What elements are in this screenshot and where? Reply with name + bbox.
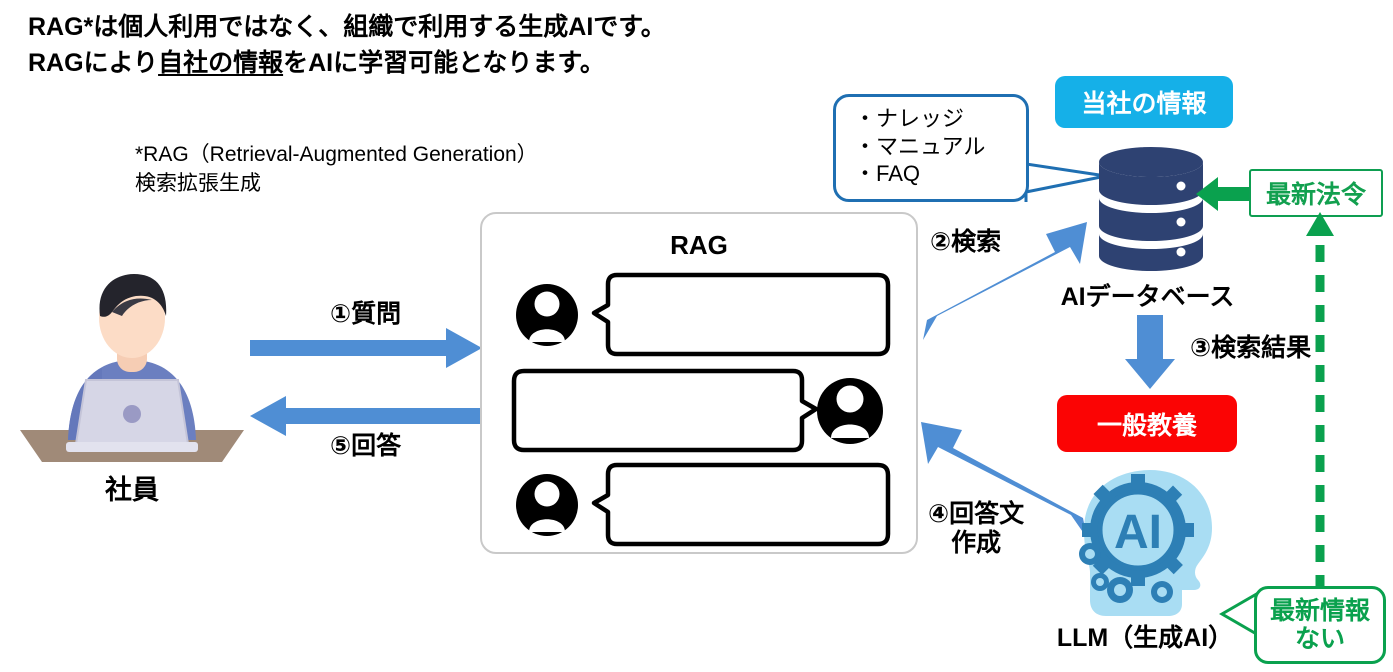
box-company-info: 当社の情報	[1055, 76, 1233, 128]
chat-bubble-3	[591, 462, 891, 547]
box-latest-law: 最新法令	[1249, 169, 1383, 217]
chat-row-3	[516, 462, 891, 547]
employee-hair-highlight	[112, 298, 152, 316]
avatar-user-1	[516, 284, 578, 346]
db-led-2	[1176, 217, 1186, 227]
headline-line-2-suffix: をAIに学習可能となります。	[283, 48, 605, 77]
label-step1-question: ①質問	[330, 300, 402, 328]
laptop-logo	[123, 405, 141, 423]
avatar-ai-2	[817, 378, 883, 444]
arrow-question	[250, 328, 482, 368]
dashed-update-line	[1306, 212, 1334, 592]
laptop-base	[66, 442, 198, 452]
callout-knowledge-sources: ・ナレッジ ・マニュアル ・FAQ	[833, 94, 1029, 202]
chat-bubble-2	[511, 368, 819, 453]
llm-label: LLM（生成AI）	[1056, 624, 1234, 652]
box-general-knowledge: 一般教養	[1057, 395, 1237, 452]
no-latest-info-line2: ない	[1294, 625, 1345, 653]
ai-database-label: AIデータベース	[1060, 283, 1235, 311]
label-step4-line2: 作成	[951, 528, 1002, 557]
callout-item-knowledge: ・ナレッジ	[854, 106, 965, 131]
employee-illustration	[12, 272, 252, 472]
db-disc-3	[1099, 234, 1203, 271]
arrow-step2-search	[923, 222, 1087, 340]
label-step2-search: ②検索	[930, 228, 1002, 256]
avatar-user-3	[516, 474, 578, 536]
arrow-step3-result	[1125, 315, 1175, 389]
label-step4-compose: ④回答文 作成	[928, 500, 1024, 558]
rag-definition-english: *RAG（Retrieval-Augmented Generation）	[135, 143, 538, 166]
page-headline: RAG*は個人利用ではなく、組織で利用する生成AIです。 RAGにより自社の情報…	[28, 10, 666, 81]
no-info-callout-tail	[1219, 590, 1261, 638]
arrow-answer	[250, 396, 482, 436]
chat-row-1	[516, 272, 891, 357]
box-no-latest-info: 最新情報 ない	[1254, 586, 1386, 664]
rag-definition-japanese: 検索拡張生成	[135, 171, 261, 195]
arrow-step4-compose	[921, 422, 1087, 538]
label-step5-answer: ⑤回答	[330, 432, 402, 460]
brain-gear-small-group	[1079, 543, 1173, 603]
employee-rag-arrows	[250, 328, 482, 436]
llm-brain-icon: AI	[1079, 470, 1212, 616]
db-disc-1	[1099, 162, 1203, 205]
headline-line-1: RAG*は個人利用ではなく、組織で利用する生成AIです。	[28, 13, 666, 41]
db-led-3	[1176, 247, 1186, 257]
headline-line-2: RAGにより自社の情報をAIに学習可能となります。	[28, 46, 666, 82]
callout-item-manual: ・マニュアル	[854, 133, 986, 159]
employee-label: 社員	[105, 475, 159, 505]
chat-bubble-1	[591, 272, 891, 357]
arrow-latest-law	[1196, 177, 1252, 211]
headline-underlined-text: 自社の情報	[158, 48, 284, 77]
ai-database-icon	[1099, 147, 1203, 271]
no-latest-info-line1: 最新情報	[1269, 597, 1370, 625]
chat-row-2	[511, 368, 883, 453]
callout-item-faq: ・FAQ	[854, 161, 921, 187]
dashed-line-arrowhead	[1306, 212, 1334, 236]
rag-panel-title: RAG	[670, 230, 728, 260]
employee-hair	[99, 274, 167, 317]
brain-ai-text: AI	[1114, 506, 1162, 559]
rag-definition: *RAG（Retrieval-Augmented Generation） 検索拡…	[135, 141, 538, 199]
db-disc-2	[1099, 198, 1203, 241]
db-led-1	[1176, 181, 1186, 191]
db-top	[1099, 147, 1203, 177]
headline-line-2-prefix: RAGにより	[28, 48, 159, 77]
label-step4-line1: ④回答文	[928, 500, 1025, 528]
label-step3-search-result: ③検索結果	[1190, 334, 1312, 362]
